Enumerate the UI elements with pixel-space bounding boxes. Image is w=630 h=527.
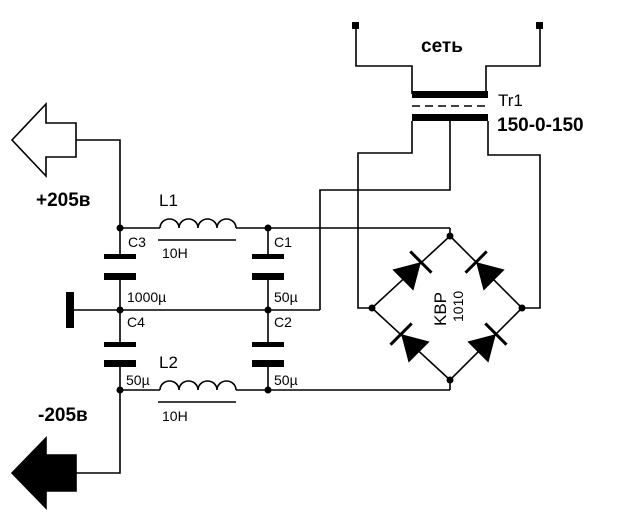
c2-value: 50µ	[274, 372, 298, 388]
c1-value: 50µ	[274, 289, 298, 305]
l1-name: L1	[159, 191, 178, 210]
diode-top-right	[464, 250, 505, 291]
bridge-number: 1010	[450, 291, 466, 322]
mains-label: сеть	[421, 36, 463, 57]
bridge-name: KBP	[431, 292, 450, 326]
l2-value: 10H	[162, 408, 188, 424]
negative-voltage-label: -205в	[38, 405, 88, 426]
transformer-name: Tr1	[498, 91, 523, 110]
secondary-winding	[412, 114, 488, 121]
c3-value: 1000µ	[127, 289, 166, 305]
mains-input	[352, 22, 543, 94]
l1-value: 10H	[162, 245, 188, 261]
capacitor-c1	[252, 254, 284, 280]
c4-name: C4	[127, 314, 145, 330]
c4-value: 50µ	[126, 372, 150, 388]
dc-wiring	[72, 139, 451, 474]
capacitor-c2	[252, 342, 284, 367]
mains-terminal-left	[352, 22, 359, 29]
c2-name: C2	[274, 314, 292, 330]
inductor-l1	[158, 218, 237, 241]
c3-name: C3	[128, 234, 146, 250]
diode-bridge-kbp1010	[368, 232, 526, 384]
transformer-tr1	[412, 91, 488, 121]
diode-bottom-right	[467, 322, 508, 363]
diode-top-left	[392, 250, 433, 291]
transformer-rating: 150-0-150	[497, 115, 584, 136]
primary-winding	[412, 91, 488, 98]
capacitor-c3	[104, 254, 136, 280]
positive-voltage-label: +205в	[36, 190, 90, 211]
mains-terminal-right	[536, 22, 543, 29]
secondary-wiring	[319, 121, 541, 310]
negative-output-arrow	[10, 436, 77, 510]
inductor-l2	[158, 380, 237, 403]
l2-name: L2	[159, 353, 178, 372]
capacitor-c4	[104, 342, 136, 367]
ground-symbol	[66, 292, 74, 328]
c1-name: C1	[274, 234, 292, 250]
diode-bottom-left	[389, 322, 430, 363]
positive-output-arrow	[10, 101, 77, 179]
